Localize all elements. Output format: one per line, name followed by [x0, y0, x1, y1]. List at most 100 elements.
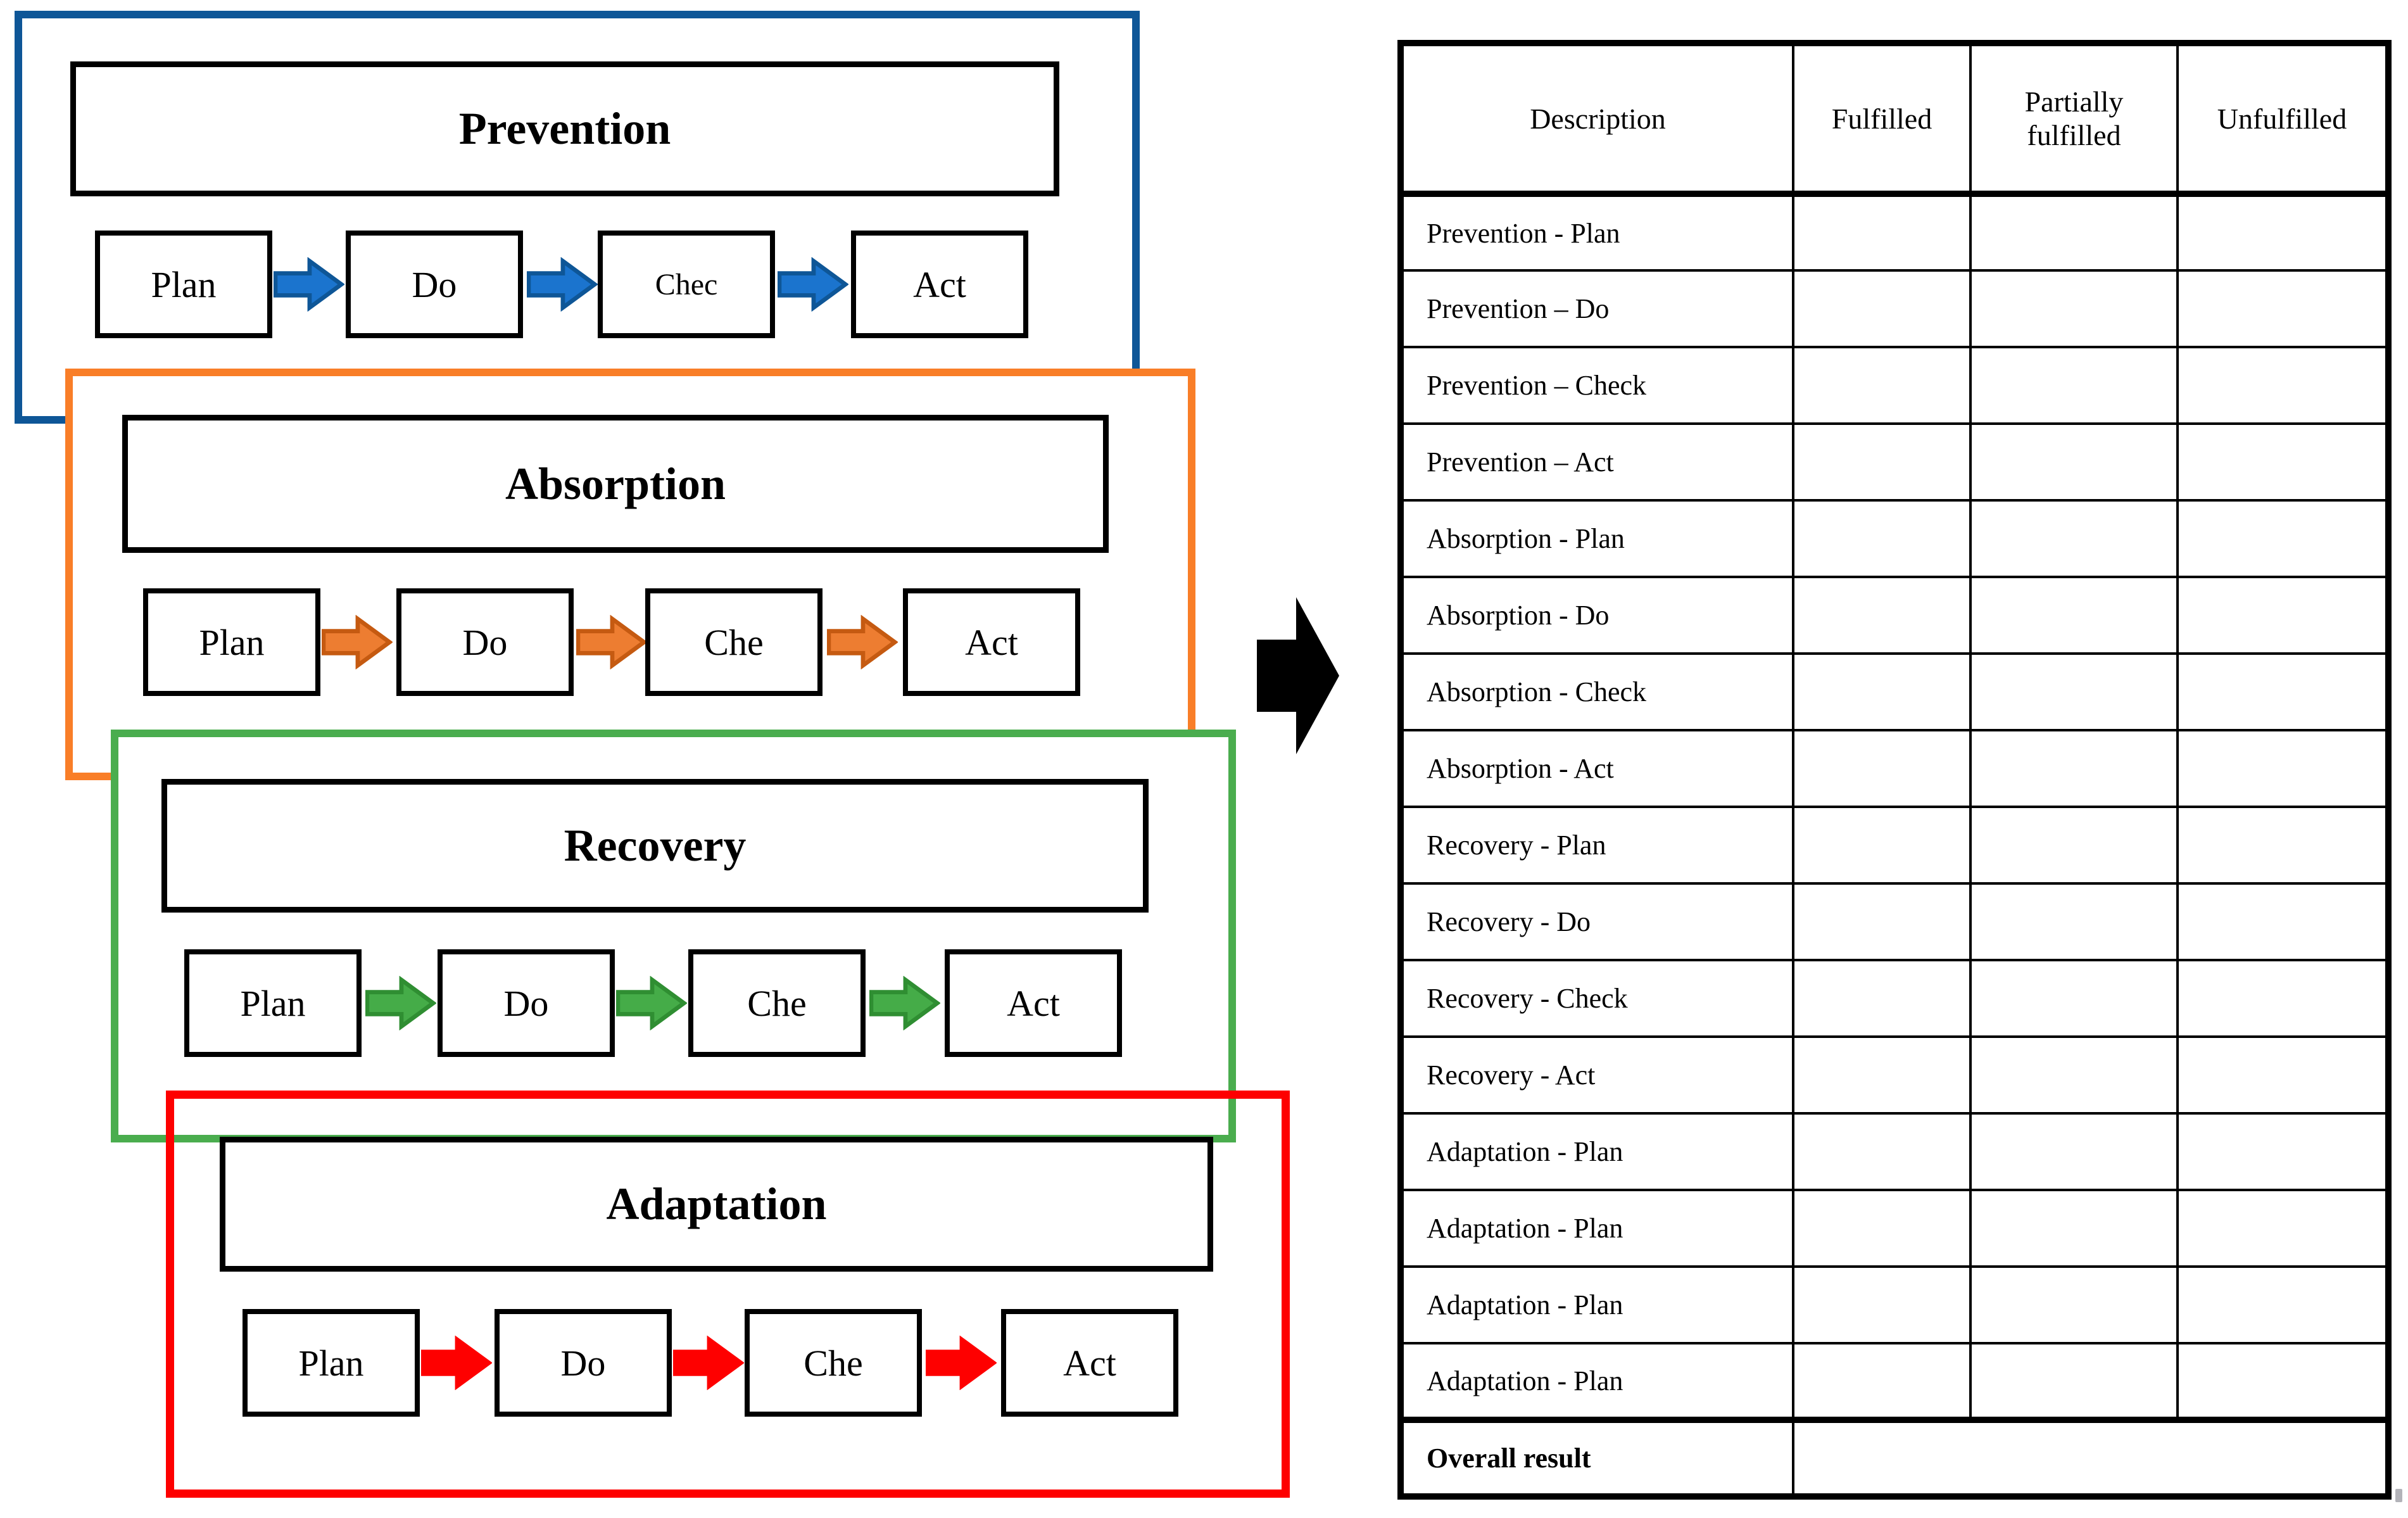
table-row: Prevention - Plan	[1399, 193, 2390, 272]
right-arrow-icon	[365, 975, 437, 1031]
prevention-step-check: Chec	[598, 231, 775, 338]
recovery-step-check: Che	[688, 949, 866, 1057]
status-cell	[1969, 729, 2179, 808]
absorption-title-box: Absorption	[122, 415, 1109, 553]
stray-cursor-mark	[2395, 1489, 2402, 1502]
row-label: Recovery - Plan	[1399, 806, 1794, 885]
table-row: Prevention – Check	[1399, 346, 2390, 425]
row-label: Absorption - Plan	[1399, 499, 1794, 578]
right-arrow-icon	[615, 975, 688, 1031]
right-arrow-icon	[672, 1335, 745, 1391]
status-cell	[2176, 193, 2390, 272]
adaptation-step-check: Che	[745, 1309, 922, 1417]
status-cell	[2176, 1342, 2390, 1421]
header-partially-fulfilled: Partially fulfilled	[1969, 42, 2179, 197]
row-label: Adaptation - Plan	[1399, 1265, 1794, 1344]
status-cell	[1792, 422, 1972, 502]
status-cell	[2176, 346, 2390, 425]
status-cell	[2176, 1265, 2390, 1344]
row-label: Recovery - Act	[1399, 1035, 1794, 1115]
header-fulfilled: Fulfilled	[1792, 42, 1972, 197]
table-row: Adaptation - Plan	[1399, 1342, 2390, 1421]
status-cell	[1969, 1189, 2179, 1268]
status-cell	[1969, 1265, 2179, 1344]
right-arrow-icon	[576, 614, 648, 670]
table-row: Absorption - Check	[1399, 652, 2390, 731]
row-label: Prevention – Act	[1399, 422, 1794, 502]
status-cell	[2176, 1035, 2390, 1115]
status-cell	[1969, 652, 2179, 731]
diagram-to-table-arrow-icon	[1257, 597, 1339, 754]
prevention-title-box: Prevention	[70, 61, 1059, 196]
right-arrow-icon	[826, 614, 898, 670]
status-cell	[1969, 1035, 2179, 1115]
status-cell	[2176, 576, 2390, 655]
prevention-title: Prevention	[458, 103, 671, 154]
right-arrow-icon	[526, 256, 598, 312]
status-cell	[1969, 576, 2179, 655]
table-row: Adaptation - Plan	[1399, 1112, 2390, 1191]
status-cell	[1792, 806, 1972, 885]
right-arrow-icon	[869, 975, 941, 1031]
table-row: Recovery - Check	[1399, 959, 2390, 1038]
status-cell	[1969, 193, 2179, 272]
header-description: Description	[1399, 42, 1794, 197]
status-cell	[2176, 269, 2390, 348]
status-cell	[1792, 1189, 1972, 1268]
evaluation-table: Description Fulfilled Partially fulfille…	[1397, 40, 2392, 1500]
status-cell	[1792, 346, 1972, 425]
row-label: Absorption - Check	[1399, 652, 1794, 731]
status-cell	[1969, 422, 2179, 502]
overall-result-cell	[1792, 1417, 2390, 1498]
row-label: Recovery - Do	[1399, 882, 1794, 961]
prevention-step-act: Act	[851, 231, 1028, 338]
table-row: Adaptation - Plan	[1399, 1265, 2390, 1344]
status-cell	[1969, 346, 2179, 425]
status-cell	[2176, 882, 2390, 961]
row-label: Absorption - Do	[1399, 576, 1794, 655]
table-row: Absorption - Act	[1399, 729, 2390, 808]
right-arrow-icon	[273, 256, 345, 312]
status-cell	[1969, 882, 2179, 961]
prevention-step-plan: Plan	[95, 231, 272, 338]
status-cell	[1792, 576, 1972, 655]
status-cell	[2176, 1189, 2390, 1268]
status-cell	[1792, 269, 1972, 348]
recovery-step-do: Do	[438, 949, 615, 1057]
table-row: Absorption - Do	[1399, 576, 2390, 655]
right-arrow-icon	[321, 614, 393, 670]
status-cell	[1969, 1342, 2179, 1421]
status-cell	[1792, 193, 1972, 272]
absorption-step-do: Do	[396, 588, 574, 696]
absorption-step-plan: Plan	[143, 588, 320, 696]
row-label: Prevention – Check	[1399, 346, 1794, 425]
status-cell	[1792, 882, 1972, 961]
status-cell	[2176, 422, 2390, 502]
status-cell	[2176, 806, 2390, 885]
status-cell	[1792, 652, 1972, 731]
adaptation-group-box	[166, 1091, 1290, 1498]
status-cell	[1792, 1342, 1972, 1421]
status-cell	[2176, 959, 2390, 1038]
right-arrow-icon	[777, 256, 849, 312]
prevention-step-do: Do	[346, 231, 523, 338]
recovery-step-act: Act	[945, 949, 1122, 1057]
status-cell	[1792, 499, 1972, 578]
status-cell	[1792, 1112, 1972, 1191]
row-label: Adaptation - Plan	[1399, 1189, 1794, 1268]
status-cell	[2176, 652, 2390, 731]
status-cell	[1969, 269, 2179, 348]
status-cell	[1792, 1035, 1972, 1115]
row-label: Absorption - Act	[1399, 729, 1794, 808]
status-cell	[1792, 729, 1972, 808]
evaluation-table-wrap: Description Fulfilled Partially fulfille…	[1397, 40, 2392, 1500]
absorption-step-check: Che	[645, 588, 823, 696]
row-label: Adaptation - Plan	[1399, 1342, 1794, 1421]
row-label: Prevention – Do	[1399, 269, 1794, 348]
table-row: Adaptation - Plan	[1399, 1189, 2390, 1268]
row-label: Adaptation - Plan	[1399, 1112, 1794, 1191]
recovery-title-box: Recovery	[161, 779, 1149, 913]
adaptation-step-do: Do	[495, 1309, 672, 1417]
table-row: Recovery - Act	[1399, 1035, 2390, 1115]
